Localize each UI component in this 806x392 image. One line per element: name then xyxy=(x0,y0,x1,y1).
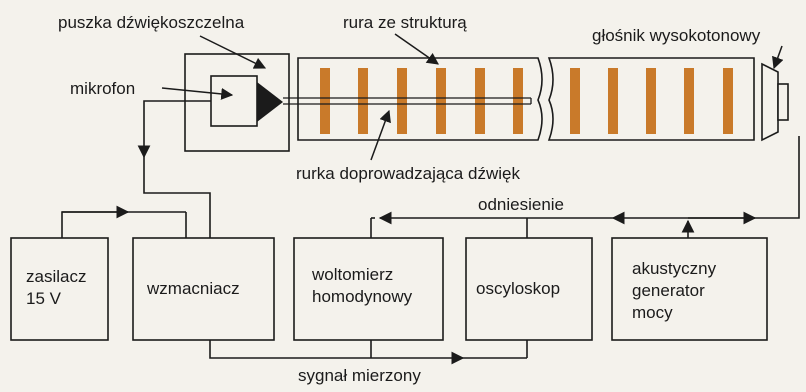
amplifier-label: wzmacniacz xyxy=(146,279,240,298)
power-supply-box xyxy=(10,237,109,341)
structure-stripe xyxy=(397,68,407,134)
generator-label-1: akustyczny xyxy=(632,259,717,278)
structured-tube-label: rura ze strukturą xyxy=(343,13,467,32)
structure-stripe xyxy=(358,68,368,134)
measured-signal-label: sygnał mierzony xyxy=(298,366,421,385)
power-supply-label-1: zasilacz xyxy=(26,267,86,286)
generator-label-3: mocy xyxy=(632,303,673,322)
structure-stripe xyxy=(723,68,733,134)
structure-stripe xyxy=(320,68,330,134)
voltmeter-label-2: homodynowy xyxy=(312,287,413,306)
structure-stripe xyxy=(436,68,446,134)
soundproof-box xyxy=(184,53,290,152)
generator-box xyxy=(611,237,768,341)
tweeter-pointer xyxy=(772,45,784,70)
tweeter-return-wire xyxy=(688,136,800,219)
oscilloscope-label: oscyloskop xyxy=(476,279,560,298)
sound-delivery-tube xyxy=(283,97,532,105)
mic-output-wire xyxy=(137,100,211,159)
oscilloscope-box xyxy=(465,237,593,341)
structure-stripe xyxy=(513,68,523,134)
sound-tube-pointer xyxy=(370,109,391,161)
microphone-head xyxy=(257,82,283,122)
power-wire-left xyxy=(61,211,133,238)
measured-signal-wire xyxy=(209,340,363,359)
amplifier-box xyxy=(132,237,275,341)
sound-tube-label: rurka doprowadzająca dźwięk xyxy=(296,164,520,183)
structured-tube-pointer xyxy=(394,33,439,65)
microphone-label: mikrofon xyxy=(70,79,135,98)
tweeter xyxy=(761,62,789,142)
structure-stripe xyxy=(684,68,694,134)
power-supply-label-2: 15 V xyxy=(26,289,62,308)
microphone xyxy=(210,75,258,127)
structure-stripe xyxy=(475,68,485,134)
structure-stripe xyxy=(570,68,580,134)
tweeter-label: głośnik wysokotonowy xyxy=(592,26,761,45)
voltmeter-label-1: woltomierz xyxy=(311,265,393,284)
mic-to-amplifier-wire xyxy=(143,157,211,238)
generator-label-2: generator xyxy=(632,281,705,300)
structured-tube xyxy=(297,57,755,141)
structure-stripe xyxy=(646,68,656,134)
microphone-pointer xyxy=(161,87,234,100)
structure-stripe xyxy=(608,68,618,134)
soundproof-box-pointer xyxy=(199,35,267,69)
voltmeter-box xyxy=(293,237,444,341)
reference-label: odniesienie xyxy=(478,195,564,214)
soundproof-box-label: puszka dźwiękoszczelna xyxy=(58,13,245,32)
